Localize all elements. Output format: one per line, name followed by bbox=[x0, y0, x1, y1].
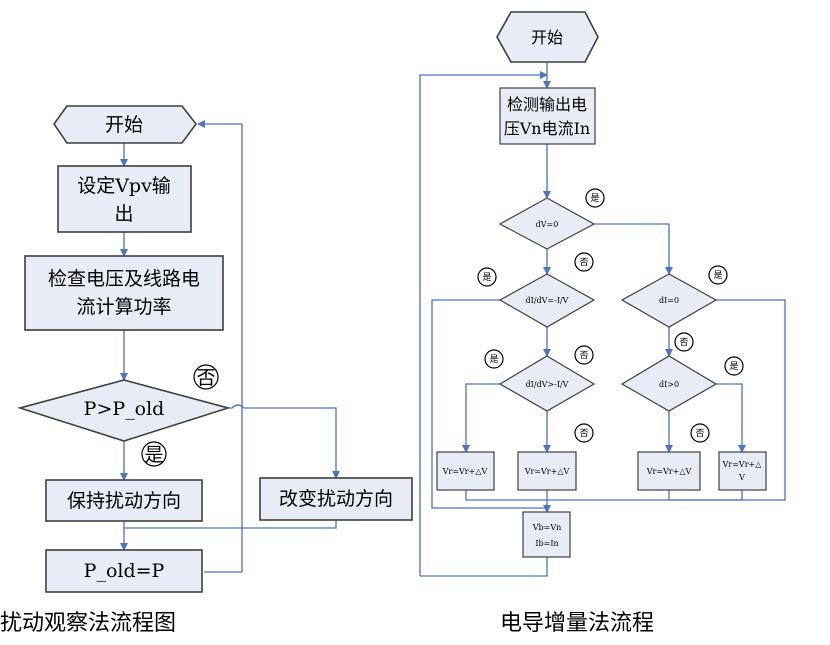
r-d5-yes-label: 是 bbox=[729, 361, 738, 372]
set-output-label-2: 出 bbox=[114, 203, 133, 225]
set-output-box bbox=[57, 165, 192, 233]
r-d2-no-label: 否 bbox=[579, 350, 588, 361]
r-box-4 bbox=[718, 451, 767, 491]
r-d1-no-label: 否 bbox=[579, 257, 588, 268]
set-output-label-1: 设定Vpv输 bbox=[77, 175, 171, 197]
right-flowchart: 开始 检测输出电 压Vn电流In dV=0 是 否 dI/dV=-I/V 是 否… bbox=[419, 11, 786, 636]
r-update-label-1: Vb=Vn bbox=[532, 523, 562, 532]
r-update-box bbox=[522, 511, 571, 558]
r-d2-yes-circle bbox=[477, 267, 497, 287]
check-box bbox=[24, 255, 224, 331]
update-pold-box bbox=[45, 549, 203, 593]
arrow-change-to-update bbox=[124, 520, 337, 529]
r-d4-yes bbox=[462, 383, 500, 453]
r-start-label: 开始 bbox=[531, 28, 563, 47]
r-d1-label: dV=0 bbox=[536, 220, 559, 229]
no-circle bbox=[193, 364, 219, 390]
r-d5-label: dI>0 bbox=[659, 380, 679, 389]
r-box-1-label: Vr=Vr+△V bbox=[442, 467, 488, 476]
r-d3-yes-circle bbox=[708, 265, 728, 285]
r-box-4-label-1: Vr=Vr+△ bbox=[722, 460, 763, 469]
r-box-2 bbox=[517, 451, 577, 491]
r-d4-no-circle bbox=[574, 423, 594, 443]
r-decision-didv-eq bbox=[498, 273, 596, 328]
check-label-1: 检查电压及线路电 bbox=[48, 268, 200, 290]
keep-direction-box bbox=[45, 479, 203, 522]
loop-back-arrow bbox=[197, 120, 243, 573]
left-start-label: 开始 bbox=[105, 114, 143, 136]
r-d3-no-label: 否 bbox=[679, 337, 688, 348]
change-direction-label: 改变扰动方向 bbox=[279, 488, 393, 510]
r-start-node bbox=[496, 11, 599, 63]
r-loop-bottom bbox=[420, 557, 548, 577]
r-d1-yes bbox=[594, 223, 673, 275]
r-d4-yes-circle bbox=[484, 349, 504, 369]
r-d1-no-circle bbox=[574, 252, 594, 272]
update-pold-label: P_old=P bbox=[84, 560, 165, 582]
r-detect-label-2: 压Vn电流In bbox=[504, 119, 591, 138]
r-box-2-label: Vr=Vr+△V bbox=[524, 467, 570, 476]
r-loop-back bbox=[419, 71, 548, 576]
r-d4-yes-label: 是 bbox=[489, 354, 498, 365]
left-caption: 扰动观察法流程图 bbox=[0, 611, 176, 636]
r-d5-yes-circle bbox=[724, 356, 744, 376]
r-decision-didv-gt bbox=[498, 355, 596, 412]
r-d5-yes bbox=[716, 383, 746, 453]
r-box-3 bbox=[637, 451, 701, 491]
r-merge-line bbox=[465, 490, 743, 501]
r-decision-digt0 bbox=[620, 355, 718, 412]
right-caption: 电导增量法流程 bbox=[500, 611, 654, 636]
r-decision-dv0 bbox=[498, 197, 596, 250]
r-d3-no-circle bbox=[674, 332, 694, 352]
check-label-2: 流计算功率 bbox=[76, 296, 171, 318]
r-d3-label: dI=0 bbox=[659, 296, 679, 305]
r-d4-no-label: 否 bbox=[579, 428, 588, 439]
left-start-node bbox=[53, 105, 198, 144]
r-update-label-2: Ib=In bbox=[535, 539, 558, 548]
r-box-1 bbox=[436, 451, 495, 491]
yes-label: 是 bbox=[144, 444, 163, 466]
r-d2-yes bbox=[431, 299, 547, 509]
r-d5-no-label: 否 bbox=[695, 428, 704, 439]
r-detect-box bbox=[499, 87, 596, 145]
r-box-3-label: Vr=Vr+△V bbox=[646, 467, 692, 476]
r-d2-yes-label: 是 bbox=[482, 272, 491, 283]
power-compare-decision bbox=[17, 379, 231, 442]
arrow-no-to-change bbox=[228, 404, 340, 479]
r-d1-yes-circle bbox=[585, 188, 605, 208]
r-d4-label: dI/dV>-I/V bbox=[526, 380, 569, 389]
yes-circle bbox=[141, 441, 167, 467]
r-d2-no-circle bbox=[574, 345, 594, 365]
r-box-4-label-2: V bbox=[738, 473, 745, 482]
r-d3-yes-label: 是 bbox=[713, 270, 722, 281]
no-label: 否 bbox=[196, 367, 215, 389]
r-d5-no-circle bbox=[690, 423, 710, 443]
change-direction-box bbox=[259, 477, 413, 521]
r-d2-label: dI/dV=-I/V bbox=[526, 296, 569, 305]
r-d1-yes-label: 是 bbox=[590, 193, 599, 204]
decision-label: P>P_old bbox=[84, 398, 165, 420]
left-flowchart: 开始 设定Vpv输 出 检查电压及线路电 流计算功率 P>P_old 否 是 保… bbox=[0, 105, 413, 636]
r-decision-di0 bbox=[620, 273, 718, 328]
r-detect-label-1: 检测输出电 bbox=[507, 95, 587, 114]
keep-direction-label: 保持扰动方向 bbox=[67, 490, 181, 512]
